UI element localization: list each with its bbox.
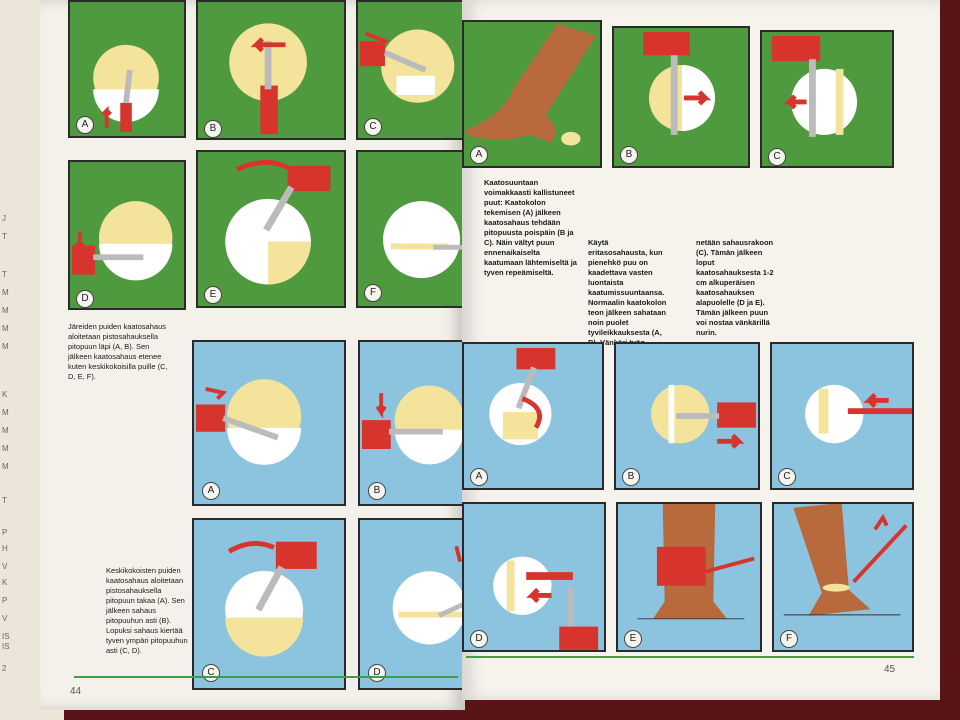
panel-blue-f: F bbox=[772, 502, 914, 652]
side-margin-char: M bbox=[2, 444, 9, 453]
panel-green-b: B bbox=[196, 0, 346, 140]
side-margin-char: M bbox=[2, 324, 9, 333]
side-margin-char: M bbox=[2, 288, 9, 297]
side-margin-char: M bbox=[2, 462, 9, 471]
side-margin-char: IS bbox=[2, 642, 10, 651]
panel-label: B bbox=[620, 146, 638, 164]
side-margin-char: H bbox=[2, 544, 8, 553]
panel-label: C bbox=[364, 118, 382, 136]
panel-green-e: E bbox=[196, 150, 346, 308]
panel-green-f: F bbox=[356, 150, 464, 308]
panel-green-c: C bbox=[356, 0, 464, 140]
panel-green-d: D bbox=[68, 160, 186, 310]
right-page: A B C Kaatosuuntaan voimakkaasti kallist… bbox=[462, 0, 940, 700]
side-margin-char: K bbox=[2, 390, 8, 399]
panel-blue-c: C bbox=[770, 342, 914, 490]
side-margin-char: IS bbox=[2, 632, 10, 641]
side-margin-char: M bbox=[2, 306, 9, 315]
panel-label: D bbox=[368, 664, 386, 682]
page-bottom-rule bbox=[74, 676, 458, 678]
side-margin-char: V bbox=[2, 562, 8, 571]
panel-label: B bbox=[368, 482, 386, 500]
page-bottom-rule bbox=[466, 656, 914, 658]
panel-green-tree-a: A bbox=[462, 20, 602, 168]
side-margin-char: T bbox=[2, 270, 7, 279]
side-margin-char: M bbox=[2, 408, 9, 417]
panel-blue-a: A bbox=[462, 342, 604, 490]
panel-label: C bbox=[202, 664, 220, 682]
panel-green-a: A bbox=[68, 0, 186, 138]
panel-label: D bbox=[470, 630, 488, 648]
panel-label: E bbox=[204, 286, 222, 304]
panel-blue-e: E bbox=[616, 502, 762, 652]
side-margin-char: M bbox=[2, 426, 9, 435]
panel-label: C bbox=[778, 468, 796, 486]
side-margin-char: J bbox=[2, 214, 6, 223]
panel-blue-b: B bbox=[614, 342, 760, 490]
panel-label: A bbox=[470, 468, 488, 486]
panel-blue-b: B bbox=[358, 340, 466, 506]
panel-blue-a: A bbox=[192, 340, 346, 506]
left-page: A B C D E F Järeiden puiden kaatosahaus … bbox=[40, 0, 466, 710]
caption-leaning-trees: Kaatosuuntaan voimakkaasti kallistuneet … bbox=[484, 178, 577, 277]
side-margin-char: P bbox=[2, 528, 8, 537]
panel-label: A bbox=[470, 146, 488, 164]
panel-blue-d: D bbox=[358, 518, 466, 690]
caption-medium-trees: Keskikokoisten puiden kaatosahaus aloite… bbox=[106, 566, 188, 655]
side-margin-char: M bbox=[2, 342, 9, 351]
panel-label: D bbox=[76, 290, 94, 308]
panel-blue-c: C bbox=[192, 518, 346, 690]
side-margin-char: T bbox=[2, 496, 7, 505]
caption-multilevel-2: netään sahausrakoon (C). Tämän jälkeen l… bbox=[696, 238, 774, 337]
panel-label: F bbox=[780, 630, 798, 648]
panel-label: A bbox=[76, 116, 94, 134]
page-number: 45 bbox=[884, 664, 896, 675]
side-margin-char: V bbox=[2, 614, 8, 623]
page-number: 44 bbox=[70, 686, 82, 697]
panel-label: F bbox=[364, 284, 382, 302]
caption-large-trees: Järeiden puiden kaatosahaus aloitetaan p… bbox=[68, 322, 168, 381]
panel-label: B bbox=[622, 468, 640, 486]
side-margin-char: T bbox=[2, 232, 7, 241]
panel-green-c: C bbox=[760, 30, 894, 168]
panel-label: A bbox=[202, 482, 220, 500]
side-margin-char: P bbox=[2, 596, 8, 605]
side-margin-char: K bbox=[2, 578, 8, 587]
side-margin-char: 2 bbox=[2, 664, 7, 673]
panel-green-b: B bbox=[612, 26, 750, 168]
panel-label: E bbox=[624, 630, 642, 648]
panel-blue-d: D bbox=[462, 502, 606, 652]
panel-label: B bbox=[204, 120, 222, 138]
caption-multilevel-1: Käytä eritasosahausta, kun pienehkö puu … bbox=[588, 238, 667, 347]
panel-label: C bbox=[768, 148, 786, 166]
